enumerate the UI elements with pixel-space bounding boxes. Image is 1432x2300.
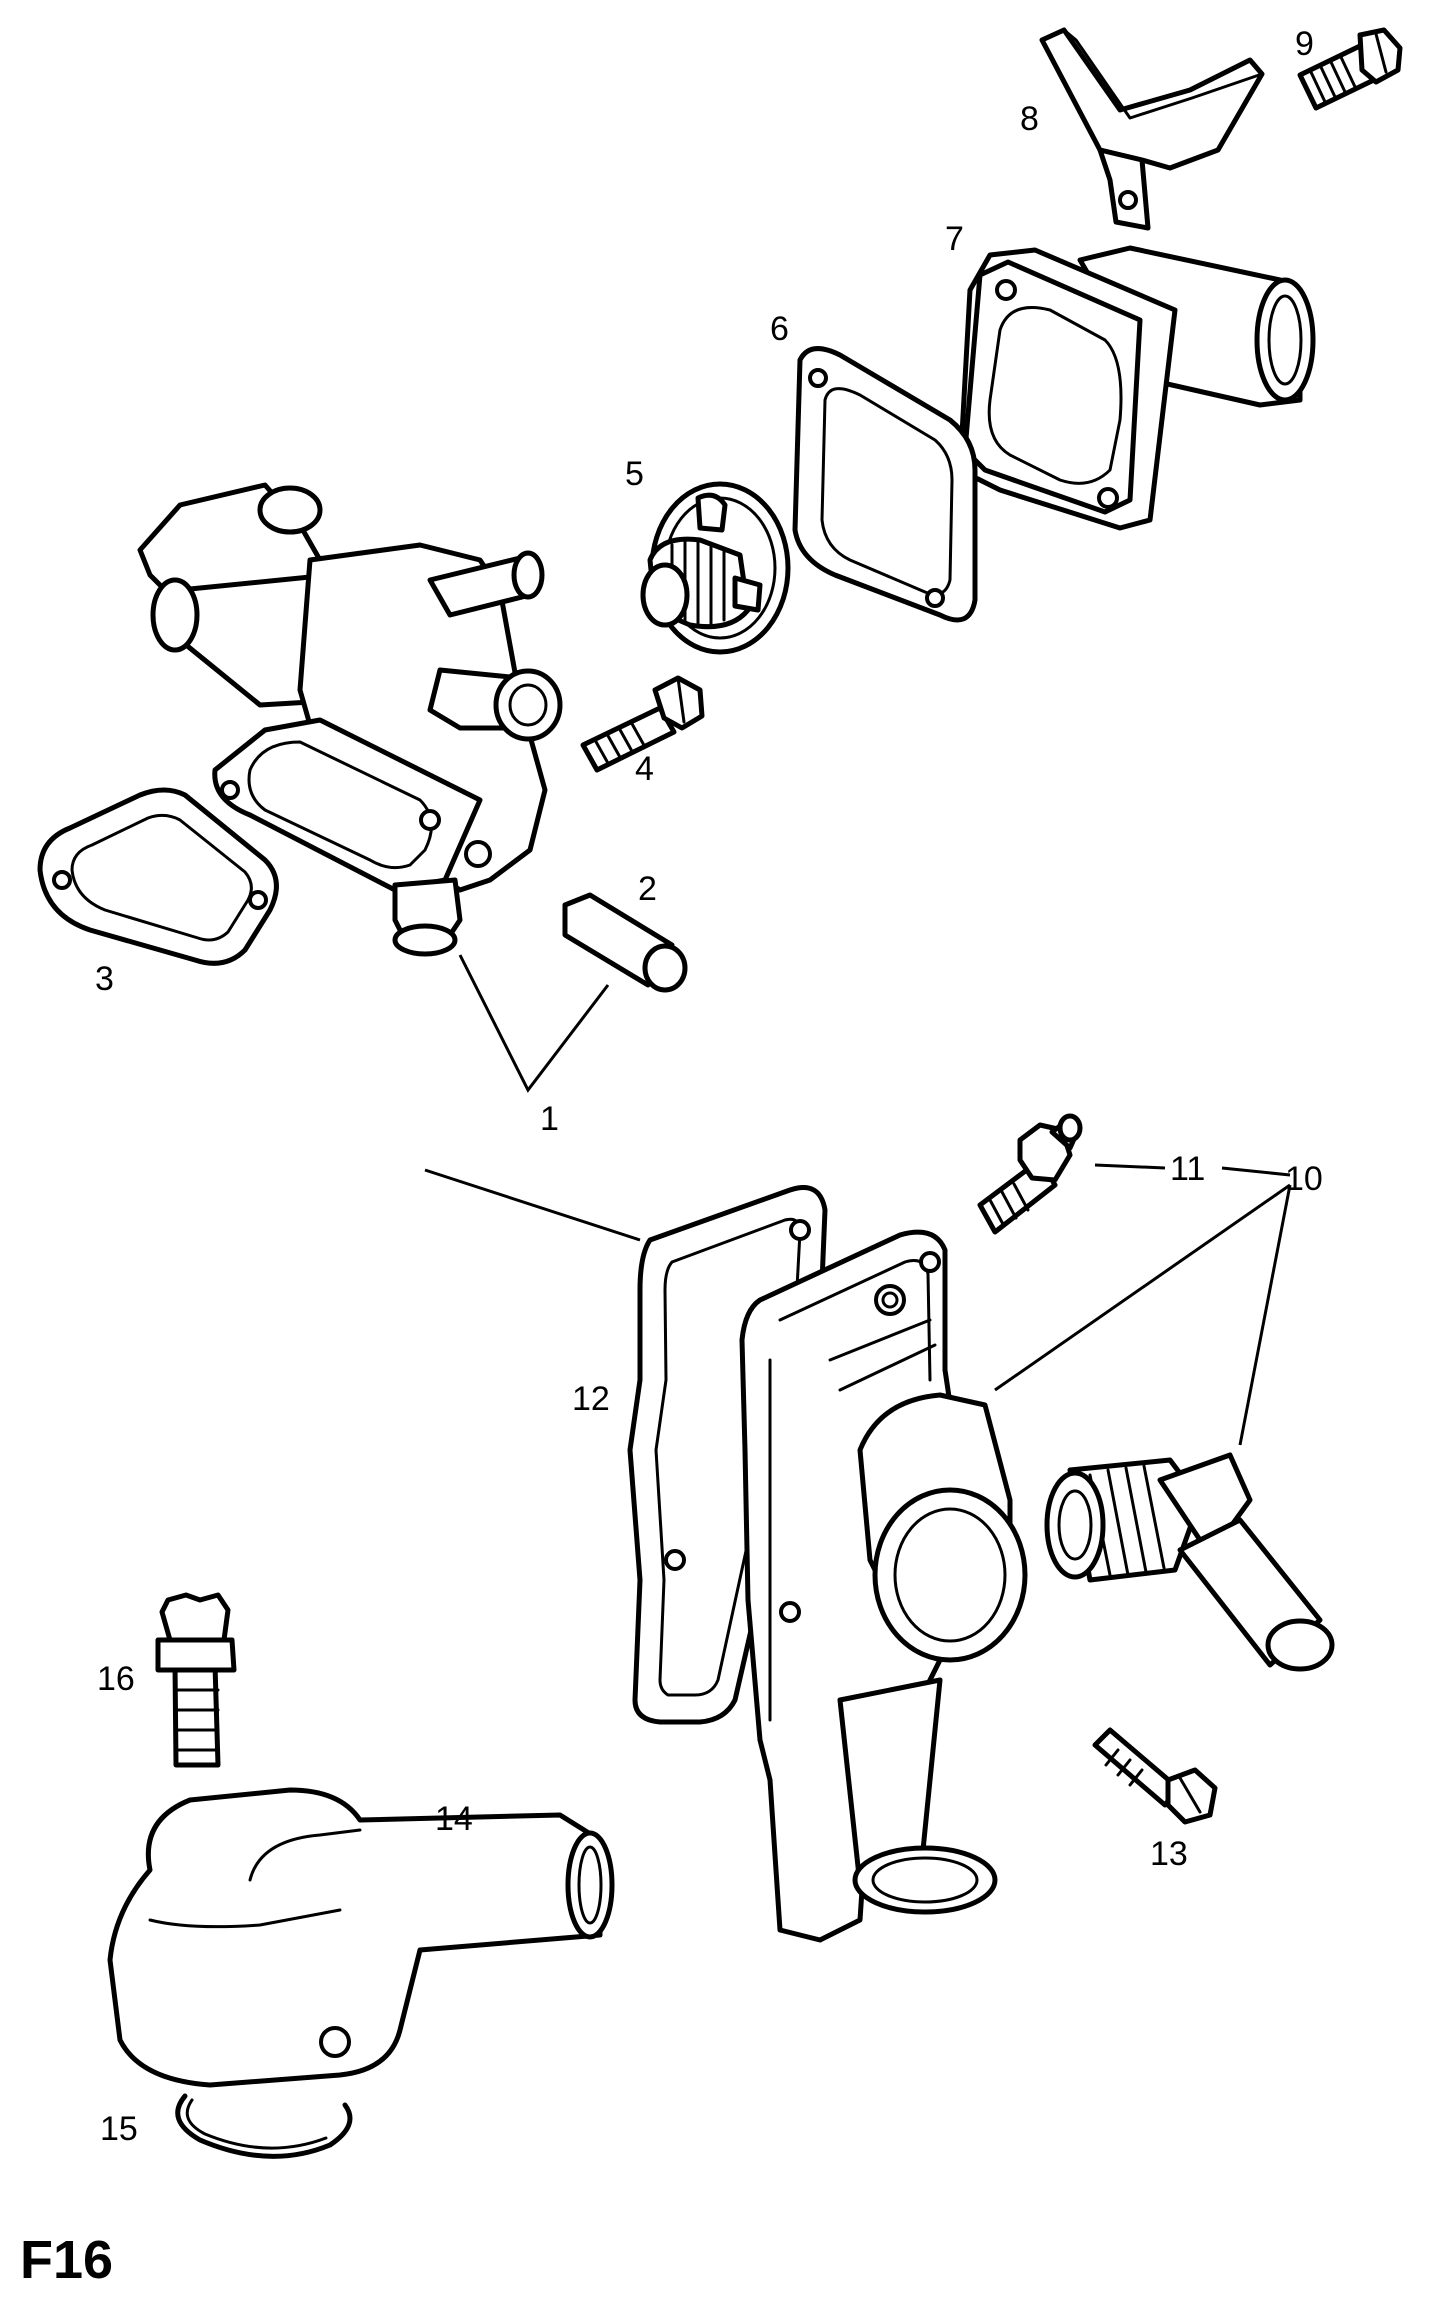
callout-15: 15: [100, 2110, 138, 2148]
callout-13: 13: [1150, 1835, 1188, 1873]
part-14-coolant-housing: [107, 1787, 615, 2088]
callout-4: 4: [635, 750, 654, 788]
part-6-gasket: [792, 346, 978, 623]
callout-9: 9: [1295, 25, 1314, 63]
figure-code: F16: [20, 2230, 113, 2290]
callout-12: 12: [572, 1380, 610, 1418]
callout-16: 16: [97, 1660, 135, 1698]
callout-3: 3: [95, 960, 114, 998]
callout-7: 7: [945, 220, 964, 258]
part-15-seal-ring: [175, 2093, 353, 2159]
part-1-outlet-housing: [137, 482, 563, 957]
part-7-outlet-elbow: [957, 245, 1316, 531]
part-10-thermostat-housing: [739, 1229, 1028, 1943]
callout-14: 14: [435, 1800, 473, 1838]
callout-10: 10: [1285, 1160, 1323, 1198]
callout-1: 1: [540, 1100, 559, 1138]
part-16-bolt: [155, 1592, 237, 1768]
callout-11: 11: [1170, 1150, 1205, 1188]
part-4-bolt: [580, 675, 705, 773]
part-10-hose-connector: [1044, 1452, 1335, 1672]
part-8-bracket: [1039, 27, 1265, 231]
callout-5: 5: [625, 455, 644, 493]
part-13-bolt: [1092, 1727, 1218, 1825]
callout-2: 2: [638, 870, 657, 908]
part-9-bolt: [1297, 27, 1403, 111]
callout-8: 8: [1020, 100, 1039, 138]
callout-labels: 1 2 3 4 5 6 7 8 9 10 11 12 13 14 15 16: [95, 25, 1323, 2148]
callout-6: 6: [770, 310, 789, 348]
part-3-gasket: [37, 787, 279, 966]
part-2-bolt: [562, 892, 688, 993]
leader-lines: [424, 954, 1292, 1446]
part-11-temperature-sensor: [977, 1113, 1083, 1235]
part-5-thermostat: [640, 481, 791, 655]
